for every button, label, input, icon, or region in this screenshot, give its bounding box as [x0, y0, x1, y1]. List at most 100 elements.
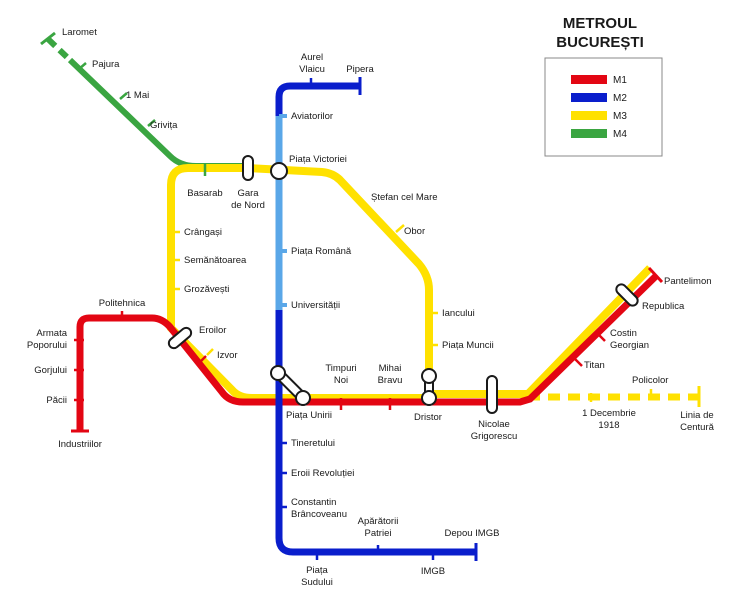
legend-box: [544, 57, 663, 157]
legend-label-m3: M3: [613, 111, 627, 122]
legend-label-m4: M4: [613, 129, 627, 140]
tick-pajura: [78, 62, 87, 70]
legend-label-m1: M1: [613, 75, 627, 86]
station-policolor[interactable]: Policolor: [632, 375, 668, 386]
line-m1: [76, 273, 659, 430]
station-piata-muncii[interactable]: Piața Muncii: [442, 340, 494, 351]
station-armata-poporului-1[interactable]: Armata: [36, 328, 67, 339]
tick-titan: [573, 357, 583, 367]
station-gorjului[interactable]: Gorjului: [34, 365, 67, 376]
station-semanatoarea[interactable]: Semănătoarea: [184, 255, 247, 266]
station-gara-de-nord-1[interactable]: Gara: [237, 188, 259, 199]
station-mihai-bravu-2[interactable]: Bravu: [378, 375, 403, 386]
station-constantin-brancoveanu-2[interactable]: Brâncoveanu: [291, 509, 347, 520]
interchanges: [167, 155, 639, 414]
station-1-decembrie-1[interactable]: 1 Decembrie: [582, 408, 636, 419]
station-piata-sudului-2[interactable]: Sudului: [301, 577, 333, 588]
station-aurel-vlaicu-2[interactable]: Vlaicu: [299, 64, 325, 75]
line-m2-north: [275, 82, 360, 116]
legend: M1 M2 M3 M4: [544, 57, 663, 157]
tick-grivita: [147, 119, 156, 127]
station-timpuri-noi-2[interactable]: Noi: [334, 375, 348, 386]
station-pacii[interactable]: Păcii: [46, 395, 67, 406]
station-mihai-bravu-1[interactable]: Mihai: [379, 363, 402, 374]
station-piata-unirii[interactable]: Piața Unirii: [286, 410, 332, 421]
station-eroilor[interactable]: Eroilor: [199, 325, 226, 336]
station-aparatorii-patriei-2[interactable]: Patriei: [365, 528, 392, 539]
station-depou-imgb[interactable]: Depou IMGB: [445, 528, 500, 539]
station-pantelimon[interactable]: Pantelimon: [664, 276, 712, 287]
station-republica[interactable]: Republica: [642, 301, 685, 312]
line-m3-north: [247, 164, 433, 398]
station-nicolae-grigorescu-2[interactable]: Grigorescu: [471, 431, 517, 442]
station-piata-romana[interactable]: Piața Română: [291, 246, 352, 257]
terminus-tick-pantelimon: [647, 266, 664, 284]
tick-costin-georgian: [596, 332, 606, 342]
tick-obor: [395, 224, 405, 233]
station-nicolae-grigorescu-1[interactable]: Nicolae: [478, 419, 510, 430]
station-crangasi[interactable]: Crângași: [184, 227, 222, 238]
station-titan[interactable]: Titan: [584, 360, 605, 371]
station-grozavesti[interactable]: Grozăvești: [184, 284, 229, 295]
station-aviatorilor[interactable]: Aviatorilor: [291, 111, 333, 122]
interchange-dristor[interactable]: [421, 368, 437, 406]
line-m4-dashed: [45, 36, 73, 63]
legend-label-m2: M2: [613, 93, 627, 104]
station-linia-de-centura-1[interactable]: Linia de: [680, 410, 713, 421]
map-title-line-1: METROUL: [563, 15, 637, 32]
station-tineretului[interactable]: Tineretului: [291, 438, 335, 449]
station-basarab[interactable]: Basarab: [187, 188, 222, 199]
interchange-piata-unirii-2: [295, 390, 311, 406]
station-armata-poporului-2[interactable]: Poporului: [27, 340, 67, 351]
tick-eroilor-red: [199, 355, 207, 363]
station-obor[interactable]: Obor: [404, 226, 425, 237]
interchange-eroilor[interactable]: [167, 326, 193, 350]
station-dristor[interactable]: Dristor: [414, 412, 442, 423]
station-labels: Laromet Pajura 1 Mai Grivița Basarab Gar…: [27, 27, 715, 588]
station-izvor[interactable]: Izvor: [217, 350, 238, 361]
station-universitatii[interactable]: Universității: [291, 300, 340, 311]
legend-swatch-m4: [571, 129, 607, 138]
station-grivita[interactable]: Grivița: [150, 120, 178, 131]
station-aurel-vlaicu-1[interactable]: Aurel: [301, 52, 323, 63]
interchange-piata-unirii-1: [270, 365, 286, 381]
station-constantin-brancoveanu-1[interactable]: Constantin: [291, 497, 336, 508]
tick-izvor: [206, 348, 214, 356]
station-timpuri-noi-1[interactable]: Timpuri: [325, 363, 356, 374]
map-title-line-2: BUCUREȘTI: [556, 34, 644, 51]
station-piata-victoriei[interactable]: Piața Victoriei: [289, 154, 347, 165]
station-iancului[interactable]: Iancului: [442, 308, 475, 319]
terminus-tick-laromet: [40, 31, 56, 46]
interchange-piata-unirii[interactable]: [270, 365, 311, 406]
tick-1-mai: [119, 92, 128, 100]
interchange-piata-victoriei[interactable]: [270, 162, 288, 180]
line-m4: [67, 57, 248, 169]
legend-swatch-m2: [571, 93, 607, 102]
station-laromet[interactable]: Laromet: [62, 27, 97, 38]
station-stefan-cel-mare[interactable]: Ștefan cel Mare: [371, 192, 438, 203]
station-ticks: [74, 62, 653, 560]
station-piata-sudului-1[interactable]: Piața: [306, 565, 328, 576]
station-pipera[interactable]: Pipera: [346, 64, 374, 75]
interchange-republica[interactable]: [614, 282, 639, 307]
station-politehnica[interactable]: Politehnica: [99, 298, 146, 309]
legend-swatch-m3: [571, 111, 607, 120]
station-industriilor[interactable]: Industriilor: [58, 439, 102, 450]
line-m2-south: [275, 310, 476, 556]
station-linia-de-centura-2[interactable]: Centură: [680, 422, 715, 433]
station-aparatorii-patriei-1[interactable]: Apărătorii: [358, 516, 399, 527]
legend-swatch-m1: [571, 75, 607, 84]
station-pajura[interactable]: Pajura: [92, 59, 120, 70]
station-1-mai[interactable]: 1 Mai: [126, 90, 149, 101]
station-costin-georgian-2[interactable]: Georgian: [610, 340, 649, 351]
interchange-dristor-1: [421, 368, 437, 384]
station-gara-de-nord-2[interactable]: de Nord: [231, 200, 265, 211]
interchange-dristor-2: [421, 390, 437, 406]
interchange-nicolae-grigorescu[interactable]: [486, 375, 498, 414]
station-1-decembrie-2[interactable]: 1918: [598, 420, 619, 431]
station-eroii-revolutiei[interactable]: Eroii Revoluției: [291, 468, 354, 479]
station-imgb[interactable]: IMGB: [421, 566, 445, 577]
station-costin-georgian-1[interactable]: Costin: [610, 328, 637, 339]
interchange-gara-de-nord[interactable]: [242, 155, 254, 181]
